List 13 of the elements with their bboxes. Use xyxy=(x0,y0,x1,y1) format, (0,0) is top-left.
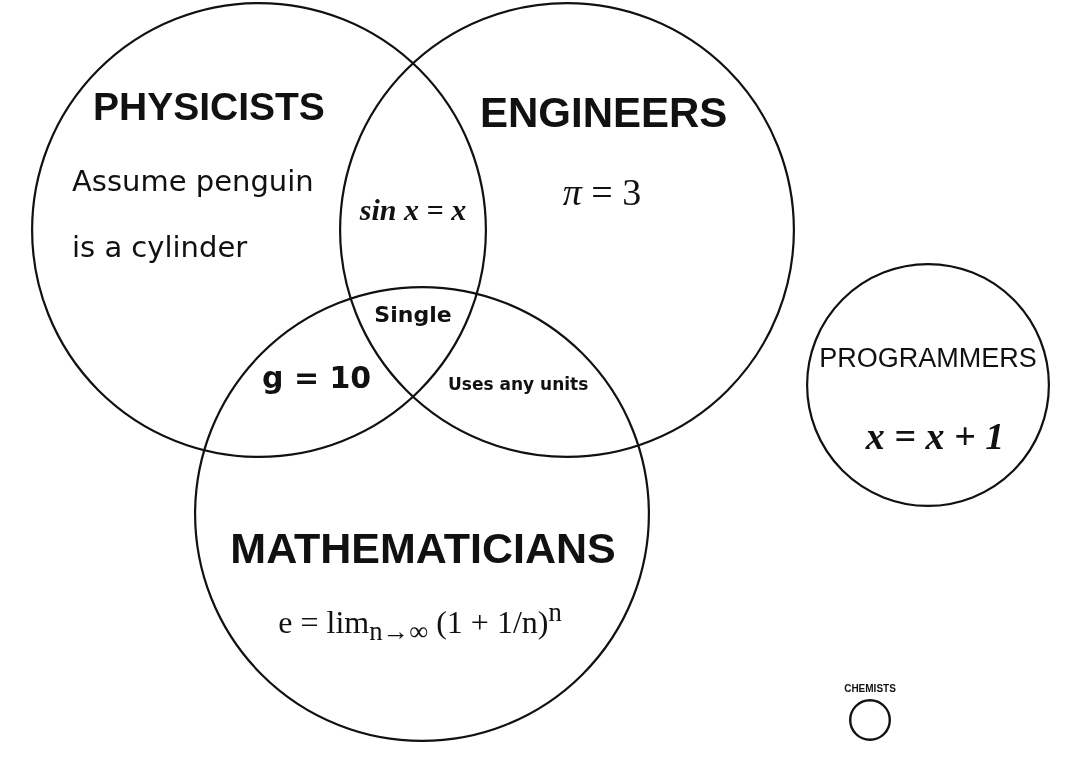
formula: e = lim$_{n→∞}$ (1 + 1/n)$^{n}$ xyxy=(278,597,562,647)
region-label: Uses any units xyxy=(448,375,589,395)
region-label: Single xyxy=(374,302,452,328)
formula: sin x = x xyxy=(359,193,467,228)
group-heading: PROGRAMMERS xyxy=(819,343,1037,375)
group-heading: ENGINEERS xyxy=(480,89,728,138)
formula: x = x + 1 xyxy=(865,415,1005,459)
formula: g = 10 xyxy=(262,361,372,396)
group-heading: PHYSICISTS xyxy=(93,85,325,130)
group-heading: MATHEMATICIANS xyxy=(230,524,616,574)
group-heading: CHEMISTS xyxy=(844,683,896,695)
caption-text: Assume penguin is a cylinder xyxy=(72,163,315,266)
formula: π = 3 xyxy=(562,171,642,215)
